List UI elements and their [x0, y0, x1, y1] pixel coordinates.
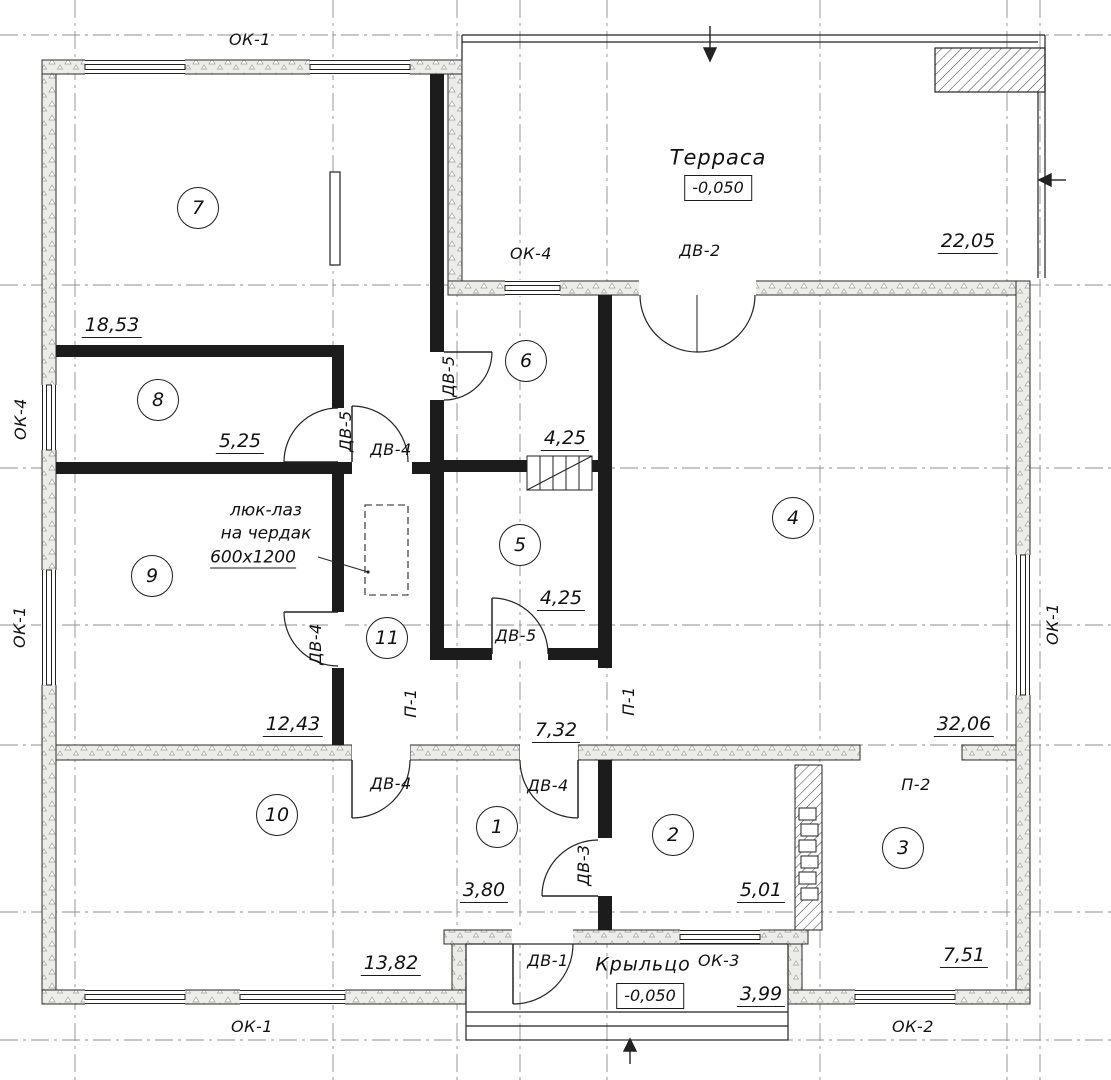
opening-tag-p1-west: П-1: [401, 688, 420, 718]
opening-tag-p1-east: П-1: [619, 686, 638, 716]
windows: [41, 59, 1031, 1005]
room-area-6: 4,25: [540, 429, 590, 451]
stair-symbol: [526, 455, 593, 491]
attic-note-size: 600х1200: [210, 547, 296, 569]
room-area-2: 5,01: [736, 881, 786, 903]
room-circle-8: 8: [137, 379, 179, 421]
terrace-label: Терраса: [669, 145, 767, 170]
door-tag-dv4-room1: ДВ-4: [527, 776, 569, 795]
room-circle-3: 3: [882, 827, 924, 869]
interior-walls: [56, 74, 612, 930]
door-tag-dv1: ДВ-1: [527, 951, 569, 970]
room-circle-11: 11: [366, 617, 408, 659]
window-tag-ok2-bottom: ОК-2: [892, 1017, 934, 1036]
door-tag-dv4-corridor: ДВ-4: [370, 440, 412, 459]
attic-note-line2: на чердак: [220, 523, 312, 544]
room-area-1: 3,80: [459, 881, 509, 903]
attic-hatch: [317, 504, 409, 596]
porch-area: 3,99: [736, 985, 786, 1007]
terrace-outline: [461, 34, 1046, 278]
room-area-8: 5,25: [215, 432, 265, 454]
room-area-4: 32,06: [933, 715, 995, 737]
chimney-flues: [798, 807, 819, 901]
room-circle-10: 10: [256, 794, 298, 836]
porch-elevation-box: -0,050: [616, 983, 684, 1009]
room-circle-9: 9: [131, 555, 173, 597]
window-tag-ok4-left: ОК-4: [11, 398, 30, 440]
door-openings: [331, 280, 756, 945]
room-area-3: 7,51: [939, 946, 989, 968]
room-area-9: 12,43: [262, 715, 324, 737]
terrace-area: 22,05: [937, 232, 999, 254]
window-tag-ok1-top: ОК-1: [229, 30, 271, 49]
door-tag-dv3: ДВ-3: [574, 844, 593, 886]
room-circle-6: 6: [505, 340, 547, 382]
room-circle-2: 2: [652, 814, 694, 856]
window-tag-ok3: ОК-3: [698, 951, 740, 970]
room-area-11: 7,32: [531, 721, 581, 743]
door-tag-dv4-room10: ДВ-4: [370, 774, 412, 793]
door-tag-dv2: ДВ-2: [679, 241, 721, 260]
room-area-7: 18,53: [81, 316, 143, 338]
door-tag-dv5-room6: ДВ-5: [439, 355, 458, 397]
terrace-elevation-box: -0,050: [684, 175, 752, 201]
entrance-arrows: [622, 26, 1066, 1064]
room-circle-4: 4: [772, 497, 814, 539]
window-tag-ok1-right: ОК-1: [1043, 603, 1062, 645]
attic-note-line1: люк-лаз: [230, 500, 302, 521]
door-tag-dv5-room5: ДВ-5: [495, 626, 537, 645]
room-circle-1: 1: [476, 806, 518, 848]
door-swings: [283, 294, 756, 1005]
porch-outline: [465, 943, 789, 1041]
porch-label: Крыльцо: [595, 953, 691, 976]
room-circle-7: 7: [177, 187, 219, 229]
window-tag-ok4-north: ОК-4: [510, 244, 552, 263]
room-area-10: 13,82: [360, 954, 422, 976]
window-tag-ok1-left: ОК-1: [10, 606, 29, 648]
door-tag-dv5-room8: ДВ-5: [336, 410, 355, 452]
room-circle-5: 5: [499, 524, 541, 566]
window-tag-ok1-bottom: ОК-1: [231, 1017, 273, 1036]
room-area-5: 4,25: [536, 589, 586, 611]
wardrobe-bar: [329, 171, 341, 266]
opening-tag-p2: П-2: [901, 775, 931, 794]
door-tag-dv4-room9: ДВ-4: [306, 623, 325, 665]
